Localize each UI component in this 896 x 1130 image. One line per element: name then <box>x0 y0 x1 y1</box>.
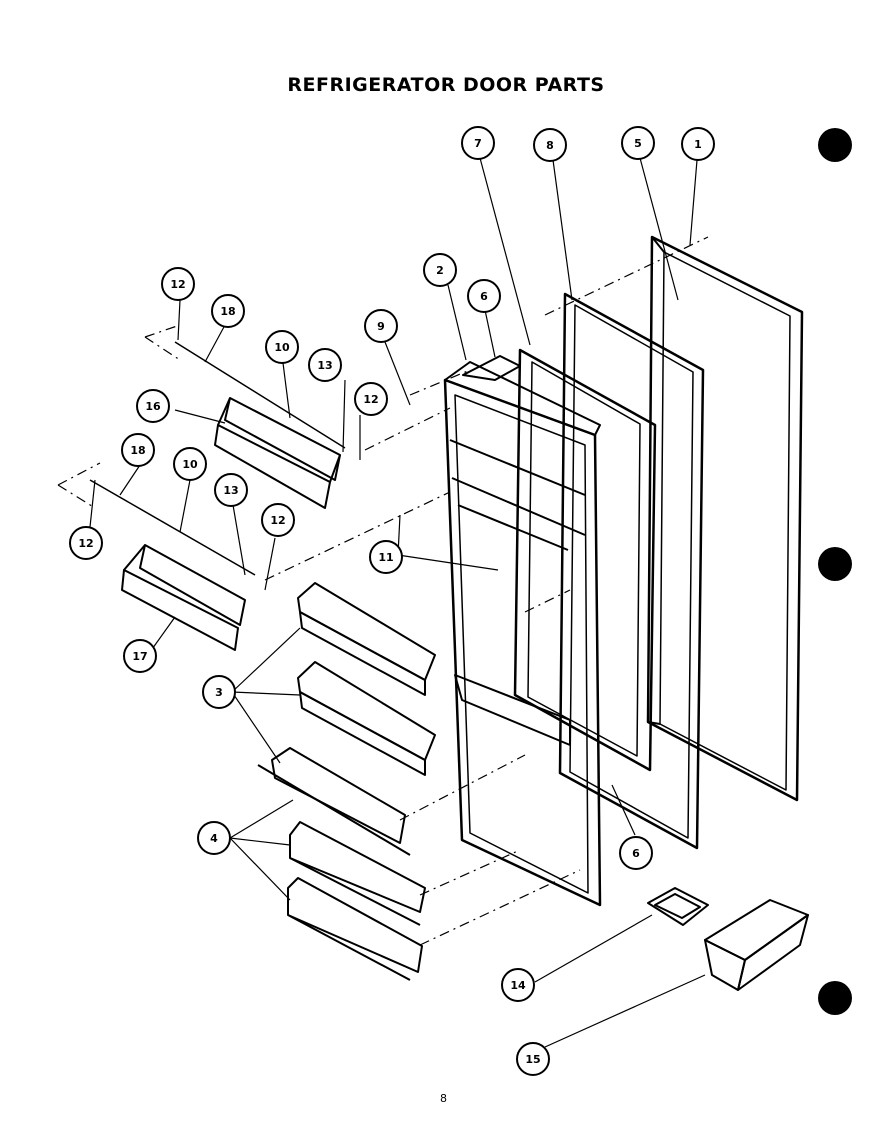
callout-7: 7 <box>461 126 495 160</box>
door-bin-lower <box>257 747 411 856</box>
callout-8: 8 <box>533 128 567 162</box>
svg-text:12: 12 <box>270 514 285 527</box>
door-shelf-lower <box>287 877 423 981</box>
callout-15: 15 <box>516 1042 550 1076</box>
upper-shelf-bar <box>174 341 346 509</box>
callout-6-bottom: 6 <box>619 836 653 870</box>
svg-text:5: 5 <box>634 137 642 150</box>
door-bin-upper <box>297 582 436 696</box>
callout-6-top: 6 <box>467 279 501 313</box>
lower-shelf-bar <box>89 479 256 651</box>
door-bin-middle <box>297 661 436 776</box>
svg-text:18: 18 <box>220 305 235 318</box>
callout-17: 17 <box>123 639 157 673</box>
assembly-guide-lines <box>57 236 709 946</box>
callout-13-bottom: 13 <box>214 473 248 507</box>
svg-text:12: 12 <box>363 393 378 406</box>
callout-12-bottom-left: 12 <box>69 526 103 560</box>
door-liner-frame <box>513 348 657 772</box>
svg-text:13: 13 <box>223 484 238 497</box>
callout-9: 9 <box>364 309 398 343</box>
callout-18-top: 18 <box>211 294 245 328</box>
svg-text:6: 6 <box>480 290 488 303</box>
callout-13-top: 13 <box>308 348 342 382</box>
callout-14: 14 <box>501 968 535 1002</box>
svg-text:10: 10 <box>274 341 290 354</box>
callout-18-bottom: 18 <box>121 433 155 467</box>
callout-5: 5 <box>621 126 655 160</box>
svg-text:2: 2 <box>436 264 444 277</box>
binder-hole-top <box>818 128 852 162</box>
ice-bin <box>704 899 809 991</box>
svg-text:1: 1 <box>694 138 702 151</box>
svg-text:14: 14 <box>510 979 526 992</box>
callout-4: 4 <box>197 821 231 855</box>
callout-12-bottom-right: 12 <box>261 503 295 537</box>
callout-markers: 1 5 8 7 2 6 9 12 18 10 13 12 16 18 10 13… <box>69 126 715 1076</box>
callout-11: 11 <box>369 540 403 574</box>
door-shelf-upper <box>289 821 426 926</box>
svg-text:8: 8 <box>546 139 554 152</box>
leader-lines <box>89 157 706 1048</box>
svg-text:17: 17 <box>132 650 147 663</box>
svg-text:10: 10 <box>182 458 198 471</box>
page-number: 8 <box>440 1092 447 1105</box>
door-gasket <box>558 292 705 850</box>
svg-text:16: 16 <box>145 400 161 413</box>
svg-text:6: 6 <box>632 847 640 860</box>
door-outer-panel <box>646 235 804 802</box>
svg-text:12: 12 <box>170 278 185 291</box>
svg-text:11: 11 <box>378 551 393 564</box>
binder-hole-bottom <box>818 981 852 1015</box>
callout-12-top-left: 12 <box>161 267 195 301</box>
diagram-title: REFRIGERATOR DOOR PARTS <box>287 74 605 96</box>
inner-door-liner <box>443 361 602 907</box>
svg-text:9: 9 <box>377 320 385 333</box>
egg-tray <box>647 887 709 926</box>
svg-text:13: 13 <box>317 359 332 372</box>
svg-text:7: 7 <box>474 137 482 150</box>
svg-text:3: 3 <box>215 686 223 699</box>
svg-text:12: 12 <box>78 537 93 550</box>
callout-16: 16 <box>136 389 170 423</box>
binder-hole-middle <box>818 547 852 581</box>
callout-3: 3 <box>202 675 236 709</box>
callout-2: 2 <box>423 253 457 287</box>
callout-10-top: 10 <box>265 330 299 364</box>
svg-text:18: 18 <box>130 444 145 457</box>
callout-10-bottom: 10 <box>173 447 207 481</box>
callout-1: 1 <box>681 127 715 161</box>
callout-12-top-right: 12 <box>354 382 388 416</box>
svg-text:15: 15 <box>525 1053 540 1066</box>
svg-text:4: 4 <box>210 832 218 845</box>
